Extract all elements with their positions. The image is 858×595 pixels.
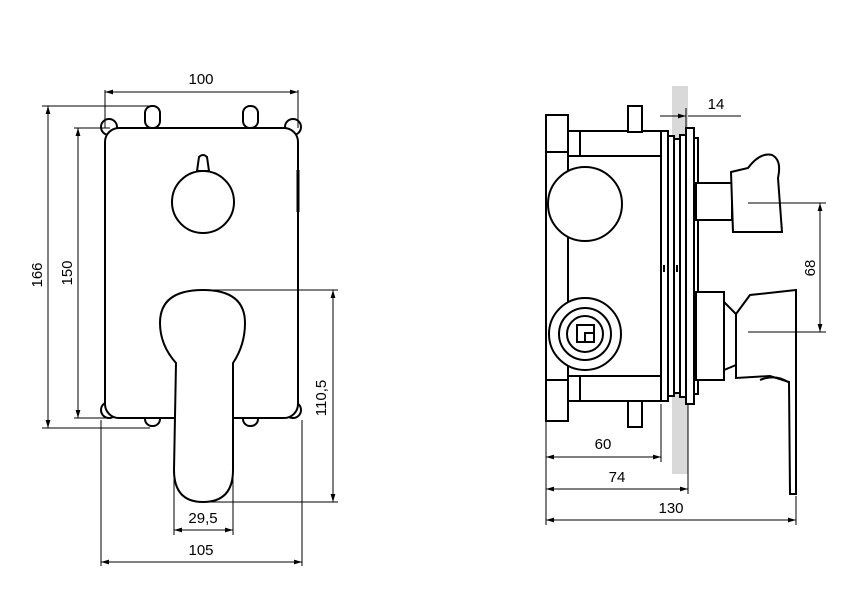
dim-lever-width: 29,5 [188, 510, 217, 527]
diverter-handle-side [695, 153, 784, 233]
lever-handle-side [695, 288, 797, 495]
dim-width-total: 105 [188, 542, 213, 559]
threaded-sleeve [660, 127, 699, 405]
dim-box-depth: 60 [595, 436, 612, 453]
dim-total-depth: 130 [658, 500, 683, 517]
dim-height-plate: 150 [59, 260, 76, 285]
mixer-lever [158, 288, 247, 504]
mixer-cartridge [548, 297, 622, 371]
cartridge-circle [547, 166, 623, 242]
dim-wall: 14 [708, 96, 725, 113]
side-view: 14 68 60 74 130 [545, 86, 826, 525]
dim-to-wall: 74 [609, 469, 626, 486]
diverter-knob [171, 154, 235, 234]
dim-height-total: 166 [29, 262, 46, 287]
dim-width-plate: 100 [188, 71, 213, 88]
front-view: 100 166 150 110,5 29,5 105 [29, 71, 338, 566]
dim-lever-height: 110,5 [313, 380, 330, 416]
dim-handle-spacing: 68 [802, 260, 819, 277]
